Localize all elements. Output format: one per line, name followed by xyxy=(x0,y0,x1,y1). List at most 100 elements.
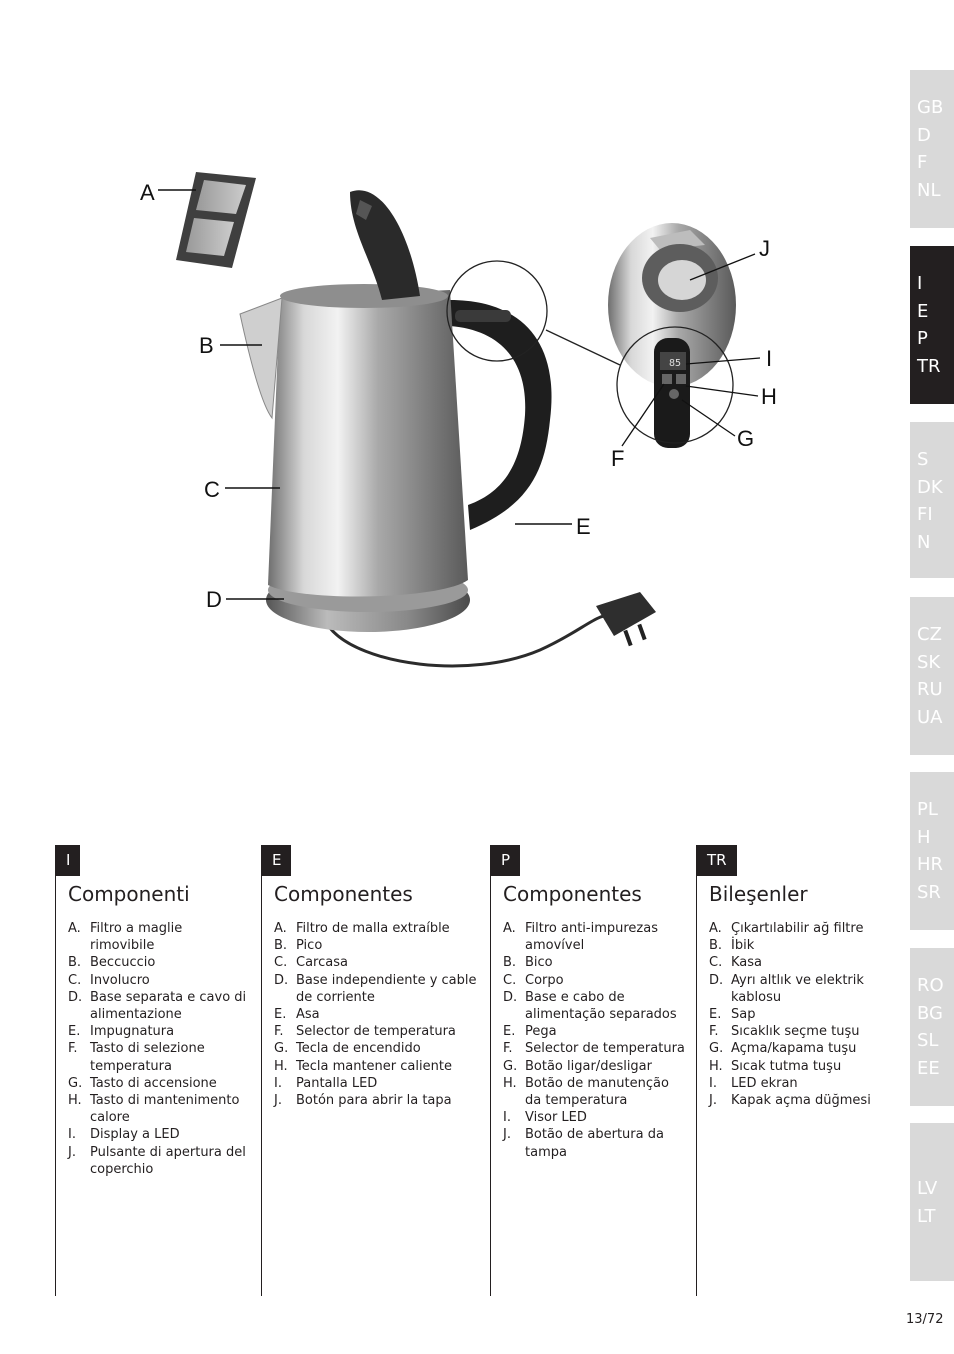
list-item: I.Visor LED xyxy=(503,1109,685,1126)
lang-code: SL xyxy=(917,1030,939,1051)
item-letter: J. xyxy=(709,1093,717,1109)
item-text: Involucro xyxy=(90,972,150,988)
item-letter: A. xyxy=(709,921,722,936)
lang-code: H xyxy=(917,826,931,848)
column-portuguese: P Componentes A.Filtro anti-impurezas am… xyxy=(490,845,686,1296)
item-letter: I. xyxy=(68,1127,76,1143)
list-item: J.Pulsante di apertura del coperchio xyxy=(68,1144,248,1178)
column-spanish: E Componentes A.Filtro de malla extraíbl… xyxy=(261,845,480,1296)
item-text: Tasto di mantenimento calore xyxy=(90,1093,240,1126)
item-letter: G. xyxy=(68,1075,83,1091)
lang-code: F xyxy=(917,152,928,173)
list-item: B.İbik xyxy=(709,937,895,954)
lang-code: E xyxy=(917,300,929,322)
list-item: E. Asa xyxy=(274,1006,479,1023)
callout-d: D xyxy=(206,587,222,612)
lang-code: BG xyxy=(917,1002,943,1024)
item-text: Asa xyxy=(296,1007,320,1023)
item-text: Base separata e cavo di alimentazione xyxy=(90,989,247,1023)
item-letter: E. xyxy=(274,1007,287,1023)
column-title: Componentes xyxy=(274,882,413,906)
lang-tab-ro-bg-sl-ee[interactable]: RO BG SL EE xyxy=(910,948,954,1106)
list-item: B.Bico xyxy=(503,954,685,971)
list-item: G. Tecla de encendido xyxy=(274,1040,479,1057)
lang-code: NL xyxy=(917,179,941,201)
lang-tab-pl-h-hr-sr[interactable]: PL H HR SR xyxy=(910,772,954,930)
lang-tab-s-dk-fi-n[interactable]: S DK FI N xyxy=(910,422,954,578)
kettle-illustration: 85 A B C D E F G H I J xyxy=(140,172,777,668)
list-item: A.Çıkartılabilir ağ filtre xyxy=(709,920,895,937)
item-text: Tasto di accensione xyxy=(90,1075,217,1091)
lang-tab-lv-lt[interactable]: LV LT xyxy=(910,1123,954,1281)
list-item: C.Carcasa xyxy=(274,954,479,971)
list-item: C.Corpo xyxy=(503,972,685,989)
item-text: Botão de manutenção da temperatura xyxy=(525,1075,669,1109)
item-text: Kapak açma düğmesi xyxy=(731,1093,871,1109)
language-tag: TR xyxy=(697,845,737,876)
list-item: I.LED ekran xyxy=(709,1075,895,1092)
item-text: Base independiente y cable de corriente xyxy=(296,972,477,1005)
item-letter: E. xyxy=(709,1007,722,1023)
item-letter: A. xyxy=(68,921,81,936)
parts-list: A.Filtro anti-impurezas amovível B.Bico … xyxy=(503,920,685,1161)
item-letter: G. xyxy=(274,1041,289,1057)
list-item: D.Base independiente y cable de corrient… xyxy=(274,972,479,1006)
item-letter: B. xyxy=(503,955,517,971)
lang-tab-gb-d-f-nl[interactable]: GB D F NL xyxy=(910,70,954,228)
item-text: Carcasa xyxy=(296,955,348,971)
item-text: Ayrı altlık ve elektrik kablosu xyxy=(731,972,864,1005)
lang-tab-cz-sk-ru-ua[interactable]: CZ SK RU UA xyxy=(910,597,954,755)
list-item: G.Botão ligar/desligar xyxy=(503,1058,685,1075)
item-text: Botão de abertura da tampa xyxy=(525,1127,664,1160)
lang-code: RO xyxy=(917,975,944,996)
kettle-spout xyxy=(239,297,283,420)
language-tag: P xyxy=(491,845,521,876)
list-item: G.Açma/kapama tuşu xyxy=(709,1040,895,1057)
lang-tab-i-e-p-tr[interactable]: I E P TR xyxy=(910,246,954,404)
mesh-filter xyxy=(176,172,256,268)
item-text: Pega xyxy=(525,1024,557,1040)
item-text: Tecla de encendido xyxy=(296,1041,421,1057)
list-item: I.Display a LED xyxy=(68,1126,248,1143)
item-text: Açma/kapama tuşu xyxy=(731,1041,857,1057)
item-letter: I. xyxy=(503,1110,511,1126)
item-text: Impugnatura xyxy=(90,1024,175,1040)
list-item: A.Filtro de malla extraíble xyxy=(274,920,479,937)
list-item: F.Selector de temperatura xyxy=(274,1023,479,1040)
list-item: J. Kapak açma düğmesi xyxy=(709,1092,895,1109)
item-letter: F. xyxy=(709,1024,719,1040)
list-item: A.Filtro a maglie rimovibile xyxy=(68,920,248,954)
list-item: F.Tasto di selezione temperatura xyxy=(68,1040,248,1074)
callout-c: C xyxy=(204,477,220,502)
lang-code: LT xyxy=(917,1205,936,1227)
column-italian: I Componenti A.Filtro a maglie rimovibil… xyxy=(55,845,251,1296)
item-letter: H. xyxy=(68,1093,82,1109)
item-text: Pulsante di apertura del coperchio xyxy=(90,1144,246,1177)
list-item: C.Involucro xyxy=(68,972,248,989)
item-text: Sap xyxy=(731,1007,756,1023)
item-letter: J. xyxy=(274,1093,282,1109)
list-item: I.Pantalla LED xyxy=(274,1075,479,1092)
list-item: J.Botón para abrir la tapa xyxy=(274,1092,479,1109)
lang-code: PL xyxy=(917,799,938,820)
list-item: E. Impugnatura xyxy=(68,1023,248,1040)
item-text: Filtro de malla extraíble xyxy=(296,921,450,936)
led-display-reading: 85 xyxy=(669,358,681,369)
item-letter: I. xyxy=(274,1075,282,1091)
language-tag: I xyxy=(56,845,81,876)
item-text: İbik xyxy=(731,938,755,954)
list-item: B.Pico xyxy=(274,937,479,954)
list-item: J.Botão de abertura da tampa xyxy=(503,1126,685,1160)
item-letter: E. xyxy=(68,1024,81,1040)
item-text: Sıcak tutma tuşu xyxy=(731,1058,842,1074)
list-item: H.Sıcak tutma tuşu xyxy=(709,1058,895,1075)
lang-code: P xyxy=(917,328,928,349)
lang-code: HR xyxy=(917,854,944,875)
page-number: 13/72 xyxy=(906,1312,944,1327)
item-text: Selector de temperatura xyxy=(296,1024,456,1040)
item-text: Tasto di selezione temperatura xyxy=(90,1041,205,1074)
list-item: F.Selector de temperatura xyxy=(503,1040,685,1057)
callout-j: J xyxy=(759,236,770,261)
parts-list: A.Filtro de malla extraíble B.Pico C.Car… xyxy=(274,920,479,1109)
callout-f: F xyxy=(611,446,624,471)
